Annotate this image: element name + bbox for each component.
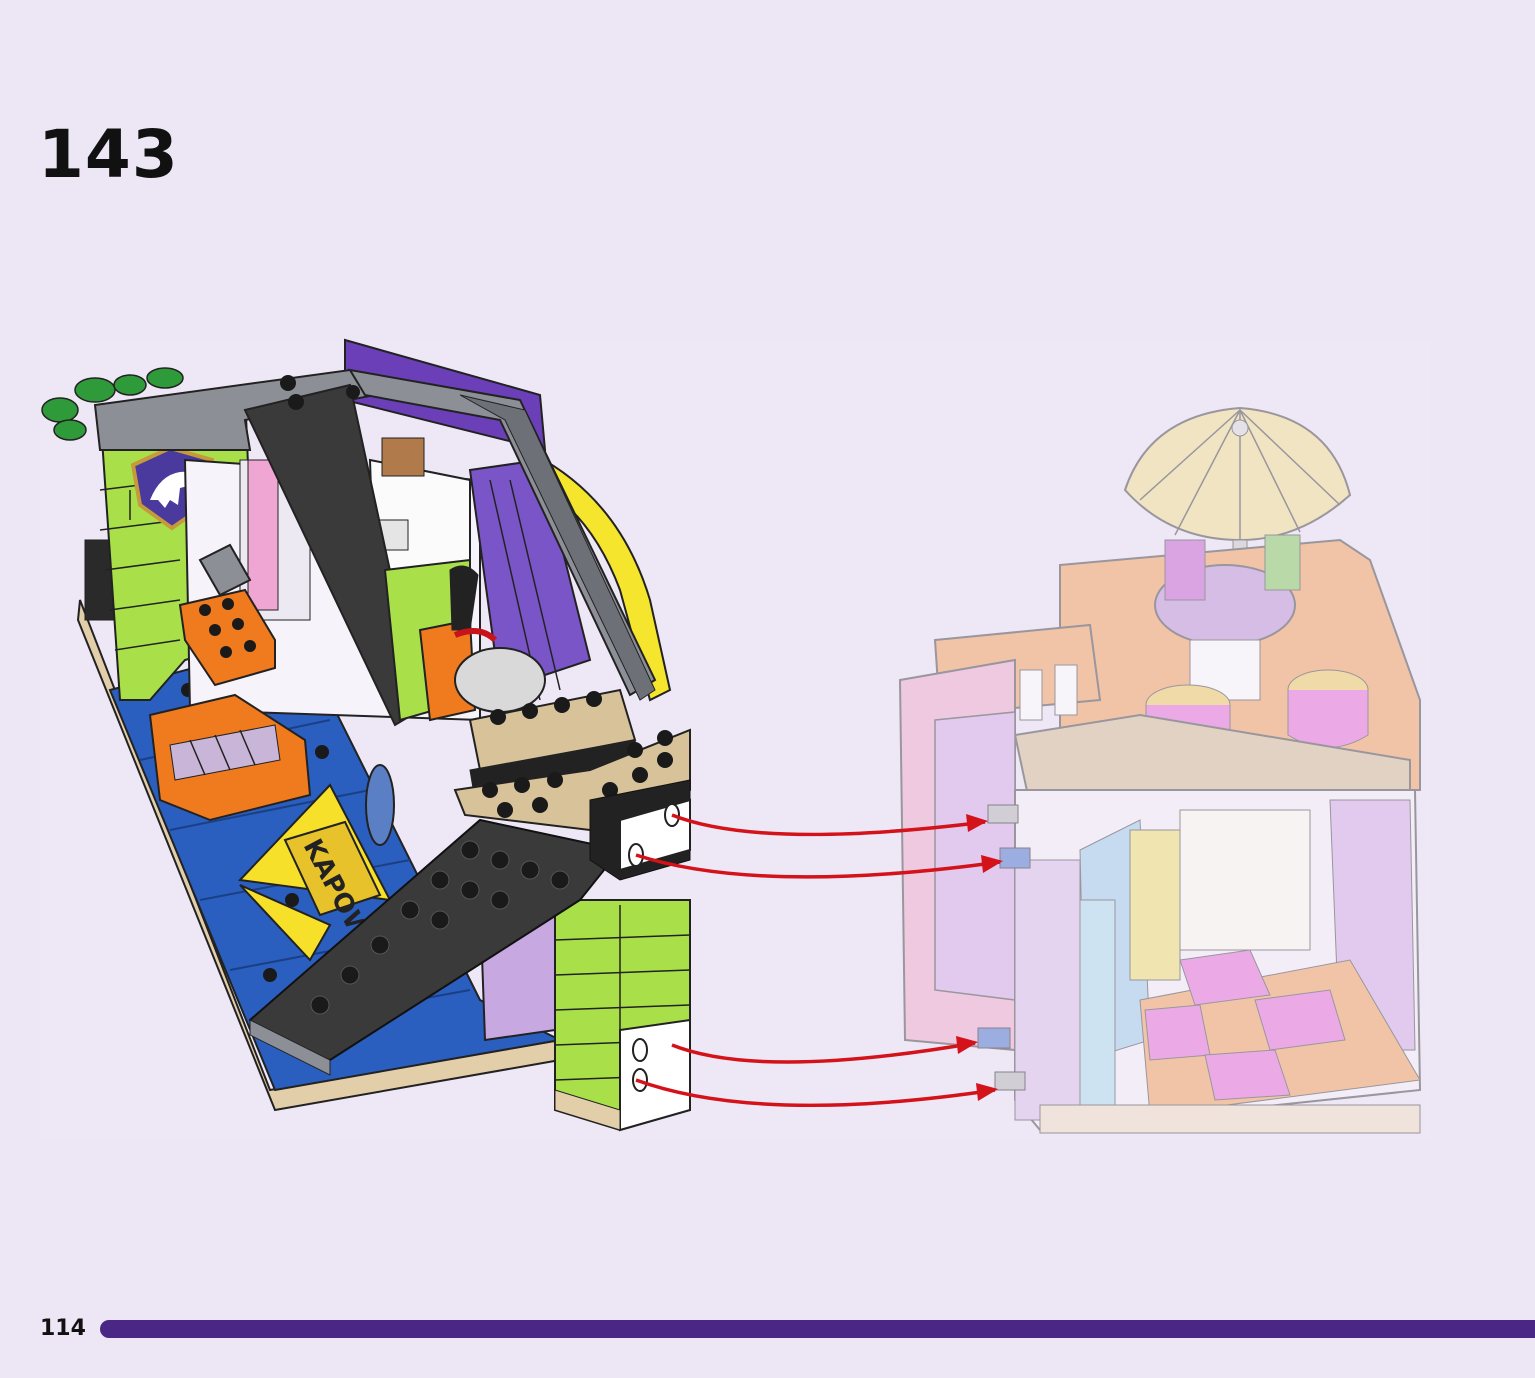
building-model: KAPOW! (41, 338, 691, 1132)
step-number: 143 (38, 116, 179, 193)
black-ramp (248, 818, 622, 1076)
assembly-arrows (635, 813, 1001, 1108)
checkered-floor (1139, 949, 1421, 1116)
orange-crate (148, 693, 312, 822)
arrow-2 (635, 853, 1001, 879)
arrow-3 (671, 1041, 976, 1064)
arrow-heads (956, 814, 1003, 1101)
jar-right (1287, 669, 1369, 748)
arrow-4 (635, 1078, 996, 1108)
faded-target-model (898, 406, 1422, 1134)
page-number: 114 (40, 1316, 86, 1341)
progress-bar (100, 1320, 1535, 1338)
plants (41, 367, 184, 441)
arrow-1 (671, 813, 986, 837)
orange-brick (178, 588, 276, 687)
